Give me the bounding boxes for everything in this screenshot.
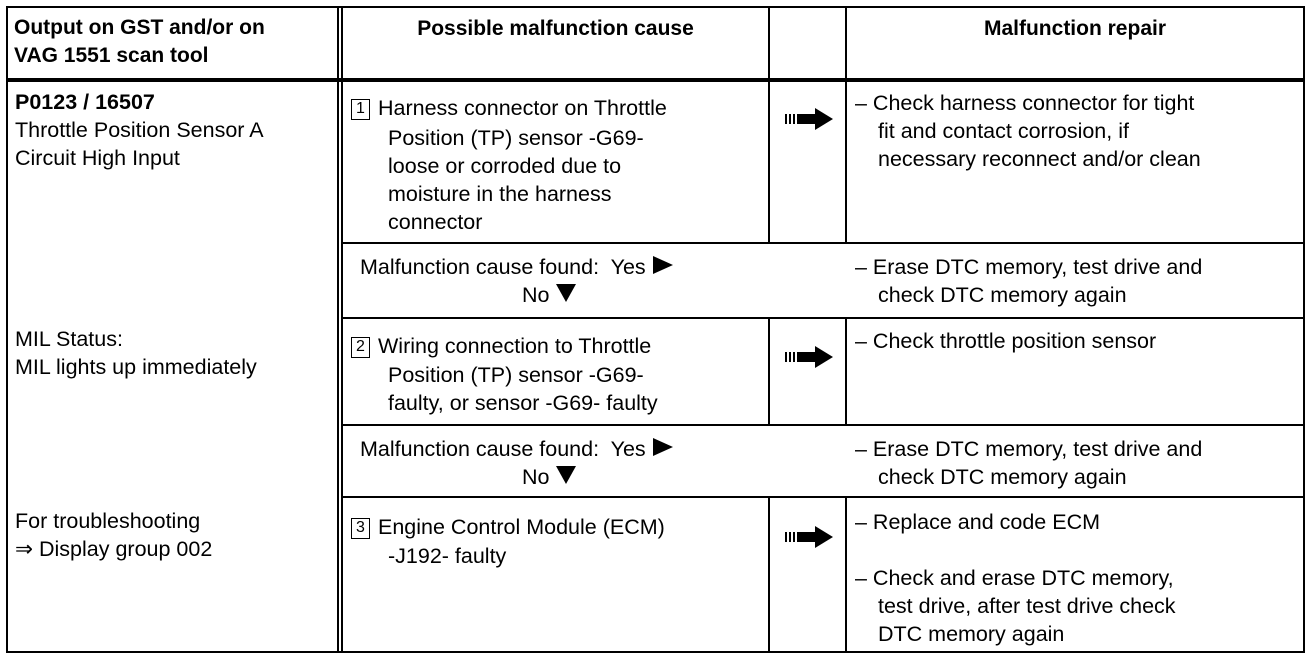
found-2-yes-triangle-icon (652, 438, 673, 456)
step-2-number: 2 (351, 337, 370, 358)
header-repair: Malfunction repair (983, 17, 1167, 40)
table-border-top (6, 6, 1305, 8)
step-3-number: 3 (351, 518, 370, 539)
found-1-no-text: No (522, 283, 550, 307)
troubleshooting-link: ⇒ Display group 002 (15, 537, 213, 561)
step-3-arrow-icon (785, 526, 833, 548)
step-1-number: 1 (351, 99, 370, 120)
arrow-col-left-3 (768, 497, 770, 653)
step-2-cause-line-1: 2 Wiring connection to Throttle (351, 332, 651, 361)
mil-status-value: MIL lights up immediately (15, 355, 257, 379)
step-3-repair-1-line-1: – Replace and code ECM (855, 510, 1101, 534)
row-sep-4 (341, 496, 1305, 498)
dtc-code: P0123 / 16507 (15, 90, 155, 114)
found-1-no: No (522, 281, 577, 310)
found-2-no: No (522, 463, 577, 492)
troubleshooting-label: For troubleshooting (15, 509, 201, 533)
found-2-label: Malfunction cause found: Yes (360, 435, 674, 464)
step-2-cause: 2 Wiring connection to Throttle (351, 332, 651, 361)
col-divider-b (341, 6, 343, 653)
step-1-repair-line-3: necessary reconnect and/or clean (878, 147, 1201, 171)
found-1-repair-line-2: check DTC memory again (878, 283, 1127, 307)
found-2-label-text: Malfunction cause found: (360, 437, 600, 461)
row-sep-2 (341, 317, 1305, 319)
arrow-col-right-3 (845, 497, 847, 653)
arrow-col-right (845, 6, 847, 243)
found-1-yes-triangle-icon (652, 256, 673, 274)
found-2-repair-line-2: check DTC memory again (878, 465, 1127, 489)
found-2-no-text: No (522, 465, 550, 489)
table-border-left (6, 6, 8, 653)
dtc-desc-line-2: Circuit High Input (15, 146, 180, 170)
step-3-repair-2-line-1: – Check and erase DTC memory, (855, 566, 1174, 590)
step-1-cause-line-4: moisture in the harness (388, 182, 612, 206)
header-cause: Possible malfunction cause (417, 17, 694, 40)
step-3-cause: 3 Engine Control Module (ECM) (351, 513, 665, 542)
arrow-col-left (768, 6, 770, 243)
step-1-cause-line-3: loose or corroded due to (388, 154, 622, 178)
dtc-desc-line-1: Throttle Position Sensor A (15, 118, 264, 142)
step-2-cause-line-2: Position (TP) sensor -G69- (388, 363, 644, 387)
step-1-cause-line-1: 1 Harness connector on Throttle (351, 94, 667, 123)
step-2-repair-line-1: – Check throttle position sensor (855, 329, 1157, 353)
table-border-bottom (6, 651, 1305, 653)
found-1-label-text: Malfunction cause found: (360, 255, 600, 279)
found-1-label: Malfunction cause found: Yes (360, 253, 674, 282)
found-1-yes: Yes (610, 255, 646, 279)
step-1-cause-text-1: Harness connector on Throttle (378, 96, 667, 120)
step-2-arrow-icon (785, 346, 833, 368)
header-output: Output on GST and/or on VAG 1551 scan to… (14, 14, 265, 70)
header-output-line-1: Output on GST and/or on (14, 16, 265, 39)
header-output-line-2: VAG 1551 scan tool (14, 44, 209, 67)
table-border-right (1303, 6, 1305, 653)
step-3-cause-line-2: -J192- faulty (388, 544, 507, 568)
step-3-cause-line-1: 3 Engine Control Module (ECM) (351, 513, 665, 542)
found-1-repair-line-1: – Erase DTC memory, test drive and (855, 255, 1203, 279)
found-2-repair-line-1: – Erase DTC memory, test drive and (855, 437, 1203, 461)
found-2-yes: Yes (610, 437, 646, 461)
header-separator (6, 78, 1305, 82)
found-1-no-triangle-icon (556, 284, 577, 302)
step-1-arrow-icon (785, 108, 833, 130)
arrow-col-right-2 (845, 318, 847, 425)
found-2-no-triangle-icon (556, 466, 577, 484)
step-1-repair-line-1: – Check harness connector for tight (855, 91, 1195, 115)
arrow-col-left-2 (768, 318, 770, 425)
step-2-cause-line-3: faulty, or sensor -G69- faulty (388, 391, 658, 415)
step-1-repair-line-2: fit and contact corrosion, if (878, 119, 1129, 143)
step-1-cause-line-2: Position (TP) sensor -G69- (388, 126, 644, 150)
col-divider-a (337, 6, 339, 653)
row-sep-1 (341, 242, 1305, 244)
step-3-cause-text-1: Engine Control Module (ECM) (378, 515, 665, 539)
step-1-cause-line-5: connector (388, 210, 483, 234)
step-2-cause-text-1: Wiring connection to Throttle (378, 334, 652, 358)
mil-status-label: MIL Status: (15, 327, 123, 351)
row-sep-3 (341, 424, 1305, 426)
step-3-repair-2-line-2: test drive, after test drive check (878, 594, 1176, 618)
step-1-cause: 1 Harness connector on Throttle (351, 94, 667, 123)
step-3-repair-2-line-3: DTC memory again (878, 622, 1065, 646)
